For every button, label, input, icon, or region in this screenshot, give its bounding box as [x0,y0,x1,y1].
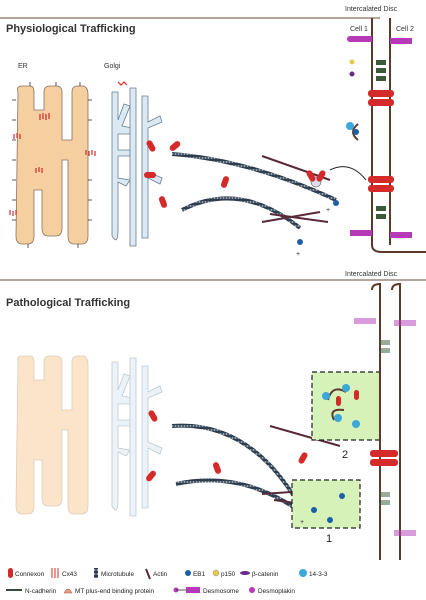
microtubules-top [171,152,337,230]
legend-n-cadherin: N-cadherin [25,588,57,595]
eb1-icon [185,570,191,576]
connexon-complex-top: + + [296,170,339,258]
actin-icon [145,568,151,580]
cell2-label: Cell 2 [396,26,414,33]
svg-text:+: + [300,519,304,526]
svg-text:+: + [296,251,300,258]
microtubules-bottom [171,423,302,512]
connexons-golgi-bottom [146,410,308,482]
desmosome-icon [173,587,200,593]
legend-mt-plus-end: MT plus-end binding protein [75,588,155,595]
icon-14-3-3 [299,569,307,577]
region-2-box: 2 [311,371,381,461]
intercalated-disc-label-top: Intercalated Disc [345,6,398,13]
legend-cx43: Cx43 [62,571,77,578]
pathological-panel: Pathological Trafficking Intercalated Di… [0,271,426,560]
er-structure [9,82,96,248]
desmoplakin-icon [249,587,255,593]
physiological-title: Physiological Trafficking [6,23,136,35]
pathological-title: Pathological Trafficking [6,297,130,309]
golgi-structure [111,81,163,247]
er-ribosomes [12,82,92,248]
cx43-icon [51,568,59,578]
region-1-label: 1 [326,533,332,545]
svg-text:+: + [326,207,330,214]
legend-eb1: EB1 [193,571,206,578]
connexons-golgi-top [144,140,230,208]
intercalated-disc-label-bottom: Intercalated Disc [345,271,398,278]
er-label: ER [18,63,28,70]
legend: Connexon Cx43 Microtubule Actin EB1 p150… [6,568,328,595]
connexon-icon [8,568,13,578]
region-2-label: 2 [342,449,348,461]
intercalated-disc-top [329,18,426,253]
microtubule-icon [94,568,98,578]
physiological-panel: Physiological Trafficking Intercalated D… [0,6,426,258]
er-structure-faded [15,355,89,515]
region-1-box: + 1 [291,479,361,545]
legend-14-3-3: 14-3-3 [309,571,328,578]
golgi-structure-faded [111,357,163,517]
golgi-label: Golgi [104,63,121,70]
cx43-cluster-er [9,113,96,216]
p150-icon [212,569,220,577]
cell1-label: Cell 1 [350,26,368,33]
intercalated-disc-bottom [354,282,416,560]
mt-plus-end-icon [63,588,73,594]
legend-connexon: Connexon [15,571,45,578]
legend-desmosome: Desmosome [203,588,239,595]
legend-microtubule: Microtubule [101,571,134,578]
legend-actin: Actin [153,571,168,578]
legend-p150: p150 [221,571,236,578]
legend-desmoplakin: Desmoplakin [258,588,295,595]
beta-catenin-icon [240,571,250,575]
legend-beta-catenin: β-catenin [252,571,279,578]
